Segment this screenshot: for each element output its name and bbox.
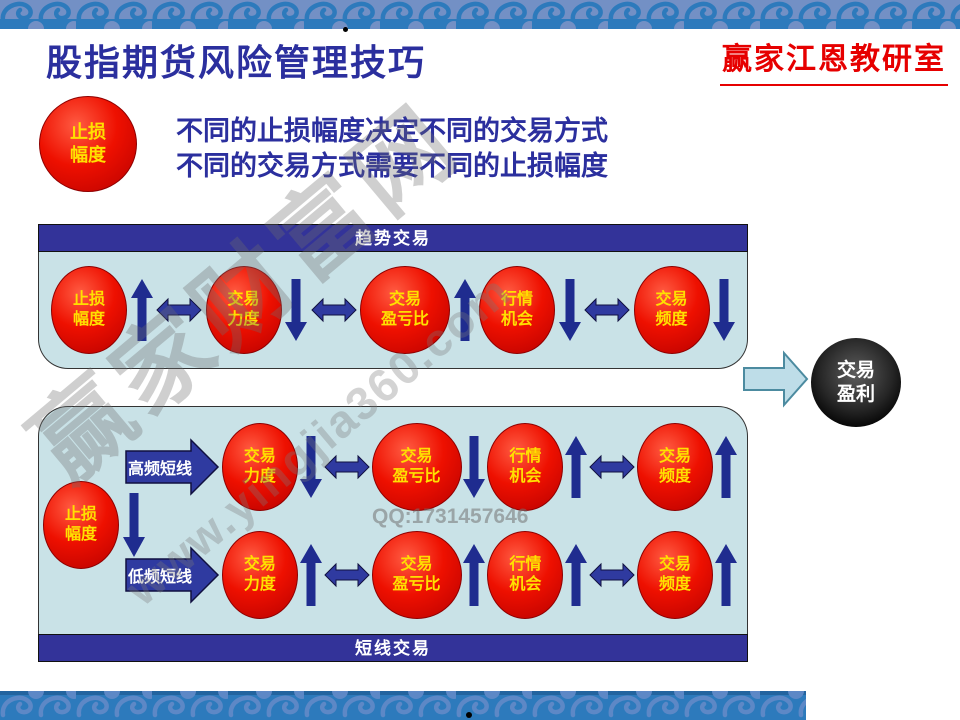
page-title: 股指期货风险管理技巧 bbox=[46, 43, 427, 83]
flow-node: 行情机会 bbox=[479, 266, 555, 354]
arrow-up-icon bbox=[299, 544, 322, 606]
top-wave-border bbox=[0, 0, 960, 29]
badge-line: 幅度 bbox=[70, 145, 106, 165]
bottom-wave-border bbox=[0, 691, 806, 720]
double-arrow-icon bbox=[323, 562, 370, 588]
flow-node-line: 力度 bbox=[243, 468, 276, 485]
arrow-down-icon bbox=[713, 279, 735, 341]
flow-node-line: 机会 bbox=[509, 576, 542, 593]
flow-node-line: 行情 bbox=[509, 448, 542, 465]
trend-panel-body: 止损幅度交易力度交易盈亏比行情机会交易频度 bbox=[38, 252, 748, 369]
block-arrow-icon: 低频短线 bbox=[125, 546, 220, 604]
trend-panel-title: 趋势交易 bbox=[38, 224, 748, 252]
intro-line-2: 不同的交易方式需要不同的止损幅度 bbox=[176, 151, 608, 181]
flow-node-line: 机会 bbox=[509, 468, 542, 485]
stray-dot bbox=[343, 27, 348, 32]
short-trading-panel: 止损 幅度 高频短线 交易力度交易盈亏比行情机会交易频度 低频短线 交易力度交易 bbox=[38, 406, 748, 662]
flow-node-line: 交易 bbox=[400, 448, 433, 465]
stop-loss-badge: 止损 幅度 bbox=[43, 481, 119, 569]
flow-node-line: 力度 bbox=[243, 576, 276, 593]
double-arrow-icon bbox=[323, 454, 370, 480]
high-frequency-row: 高频短线 交易力度交易盈亏比行情机会交易频度 bbox=[125, 423, 737, 511]
flow-node-line: 交易 bbox=[659, 556, 692, 573]
stop-loss-badge: 止损 幅度 bbox=[39, 96, 137, 192]
flow-node-line: 行情 bbox=[500, 291, 533, 308]
flow-node-line: 行情 bbox=[509, 556, 542, 573]
flow-node: 交易频度 bbox=[633, 266, 710, 354]
sphere-line: 交易 bbox=[836, 359, 875, 381]
flow-node-line: 交易 bbox=[400, 556, 433, 573]
flow-node-line: 交易 bbox=[659, 448, 692, 465]
flow-node: 行情机会 bbox=[487, 531, 564, 619]
flow-node-line: 机会 bbox=[500, 311, 533, 328]
badge-line: 止损 bbox=[64, 506, 97, 523]
flow-node-line: 止损 bbox=[72, 291, 105, 308]
arrow-up-icon bbox=[714, 436, 737, 498]
flow-node-line: 盈亏比 bbox=[380, 311, 429, 328]
arrow-down-icon bbox=[558, 279, 581, 341]
arrow-up-icon bbox=[714, 544, 737, 606]
flow-node: 交易力度 bbox=[221, 531, 298, 619]
arrow-down-icon bbox=[463, 436, 486, 498]
arrow-down-icon bbox=[123, 493, 145, 557]
trade-profit-sphere: 交易 盈利 bbox=[811, 338, 901, 427]
intro-text: 不同的止损幅度决定不同的交易方式 不同的交易方式需要不同的止损幅度 bbox=[176, 114, 608, 184]
double-arrow-icon bbox=[310, 297, 357, 323]
double-arrow-icon bbox=[584, 297, 630, 323]
trend-trading-panel: 趋势交易 止损幅度交易力度交易盈亏比行情机会交易频度 bbox=[38, 224, 748, 369]
flow-node-line: 幅度 bbox=[72, 311, 105, 328]
short-panel-title: 短线交易 bbox=[38, 634, 748, 662]
flow-node: 交易盈亏比 bbox=[371, 423, 462, 511]
flow-node-line: 力度 bbox=[227, 311, 260, 328]
arrow-up-icon bbox=[565, 544, 588, 606]
row-label: 低频短线 bbox=[127, 569, 192, 586]
arrow-down-icon bbox=[299, 436, 322, 498]
flow-node: 交易频度 bbox=[637, 423, 714, 511]
block-arrow-icon: 高频短线 bbox=[125, 438, 220, 496]
flow-node-line: 频度 bbox=[655, 311, 688, 328]
flow-node-line: 交易 bbox=[227, 291, 260, 308]
flow-node-line: 交易 bbox=[388, 291, 421, 308]
intro-line-1: 不同的止损幅度决定不同的交易方式 bbox=[176, 116, 608, 146]
flow-node: 交易频度 bbox=[637, 531, 714, 619]
double-arrow-icon bbox=[589, 454, 635, 480]
flow-node-line: 频度 bbox=[659, 576, 692, 593]
sphere-line: 盈利 bbox=[836, 383, 875, 405]
arrow-up-icon bbox=[130, 279, 153, 341]
flow-node-line: 盈亏比 bbox=[392, 576, 441, 593]
arrow-down-icon bbox=[285, 279, 307, 341]
badge-line: 幅度 bbox=[64, 526, 97, 543]
flow-node-line: 盈亏比 bbox=[392, 468, 441, 485]
badge-line: 止损 bbox=[70, 122, 106, 142]
double-arrow-icon bbox=[156, 297, 202, 323]
arrow-up-icon bbox=[565, 436, 588, 498]
row-label: 高频短线 bbox=[127, 461, 192, 478]
low-frequency-row: 低频短线 交易力度交易盈亏比行情机会交易频度 bbox=[125, 531, 737, 619]
brand-label: 赢家江恩教研室 bbox=[720, 34, 948, 86]
flow-node: 交易力度 bbox=[205, 266, 282, 354]
flow-node: 交易力度 bbox=[221, 423, 298, 511]
stray-dot bbox=[466, 712, 472, 718]
flow-node: 行情机会 bbox=[487, 423, 564, 511]
result-arrow-icon bbox=[743, 350, 809, 408]
flow-node: 交易盈亏比 bbox=[360, 266, 450, 354]
short-panel-body: 止损 幅度 高频短线 交易力度交易盈亏比行情机会交易频度 低频短线 交易力度交易 bbox=[38, 406, 748, 634]
flow-node: 交易盈亏比 bbox=[371, 531, 462, 619]
flow-node-line: 交易 bbox=[243, 556, 276, 573]
arrow-up-icon bbox=[463, 544, 486, 606]
arrow-up-icon bbox=[453, 279, 476, 341]
double-arrow-icon bbox=[589, 562, 635, 588]
flow-node-line: 交易 bbox=[243, 448, 276, 465]
flow-node-line: 交易 bbox=[655, 291, 688, 308]
flow-node-line: 频度 bbox=[659, 468, 692, 485]
flow-node: 止损幅度 bbox=[51, 266, 127, 354]
